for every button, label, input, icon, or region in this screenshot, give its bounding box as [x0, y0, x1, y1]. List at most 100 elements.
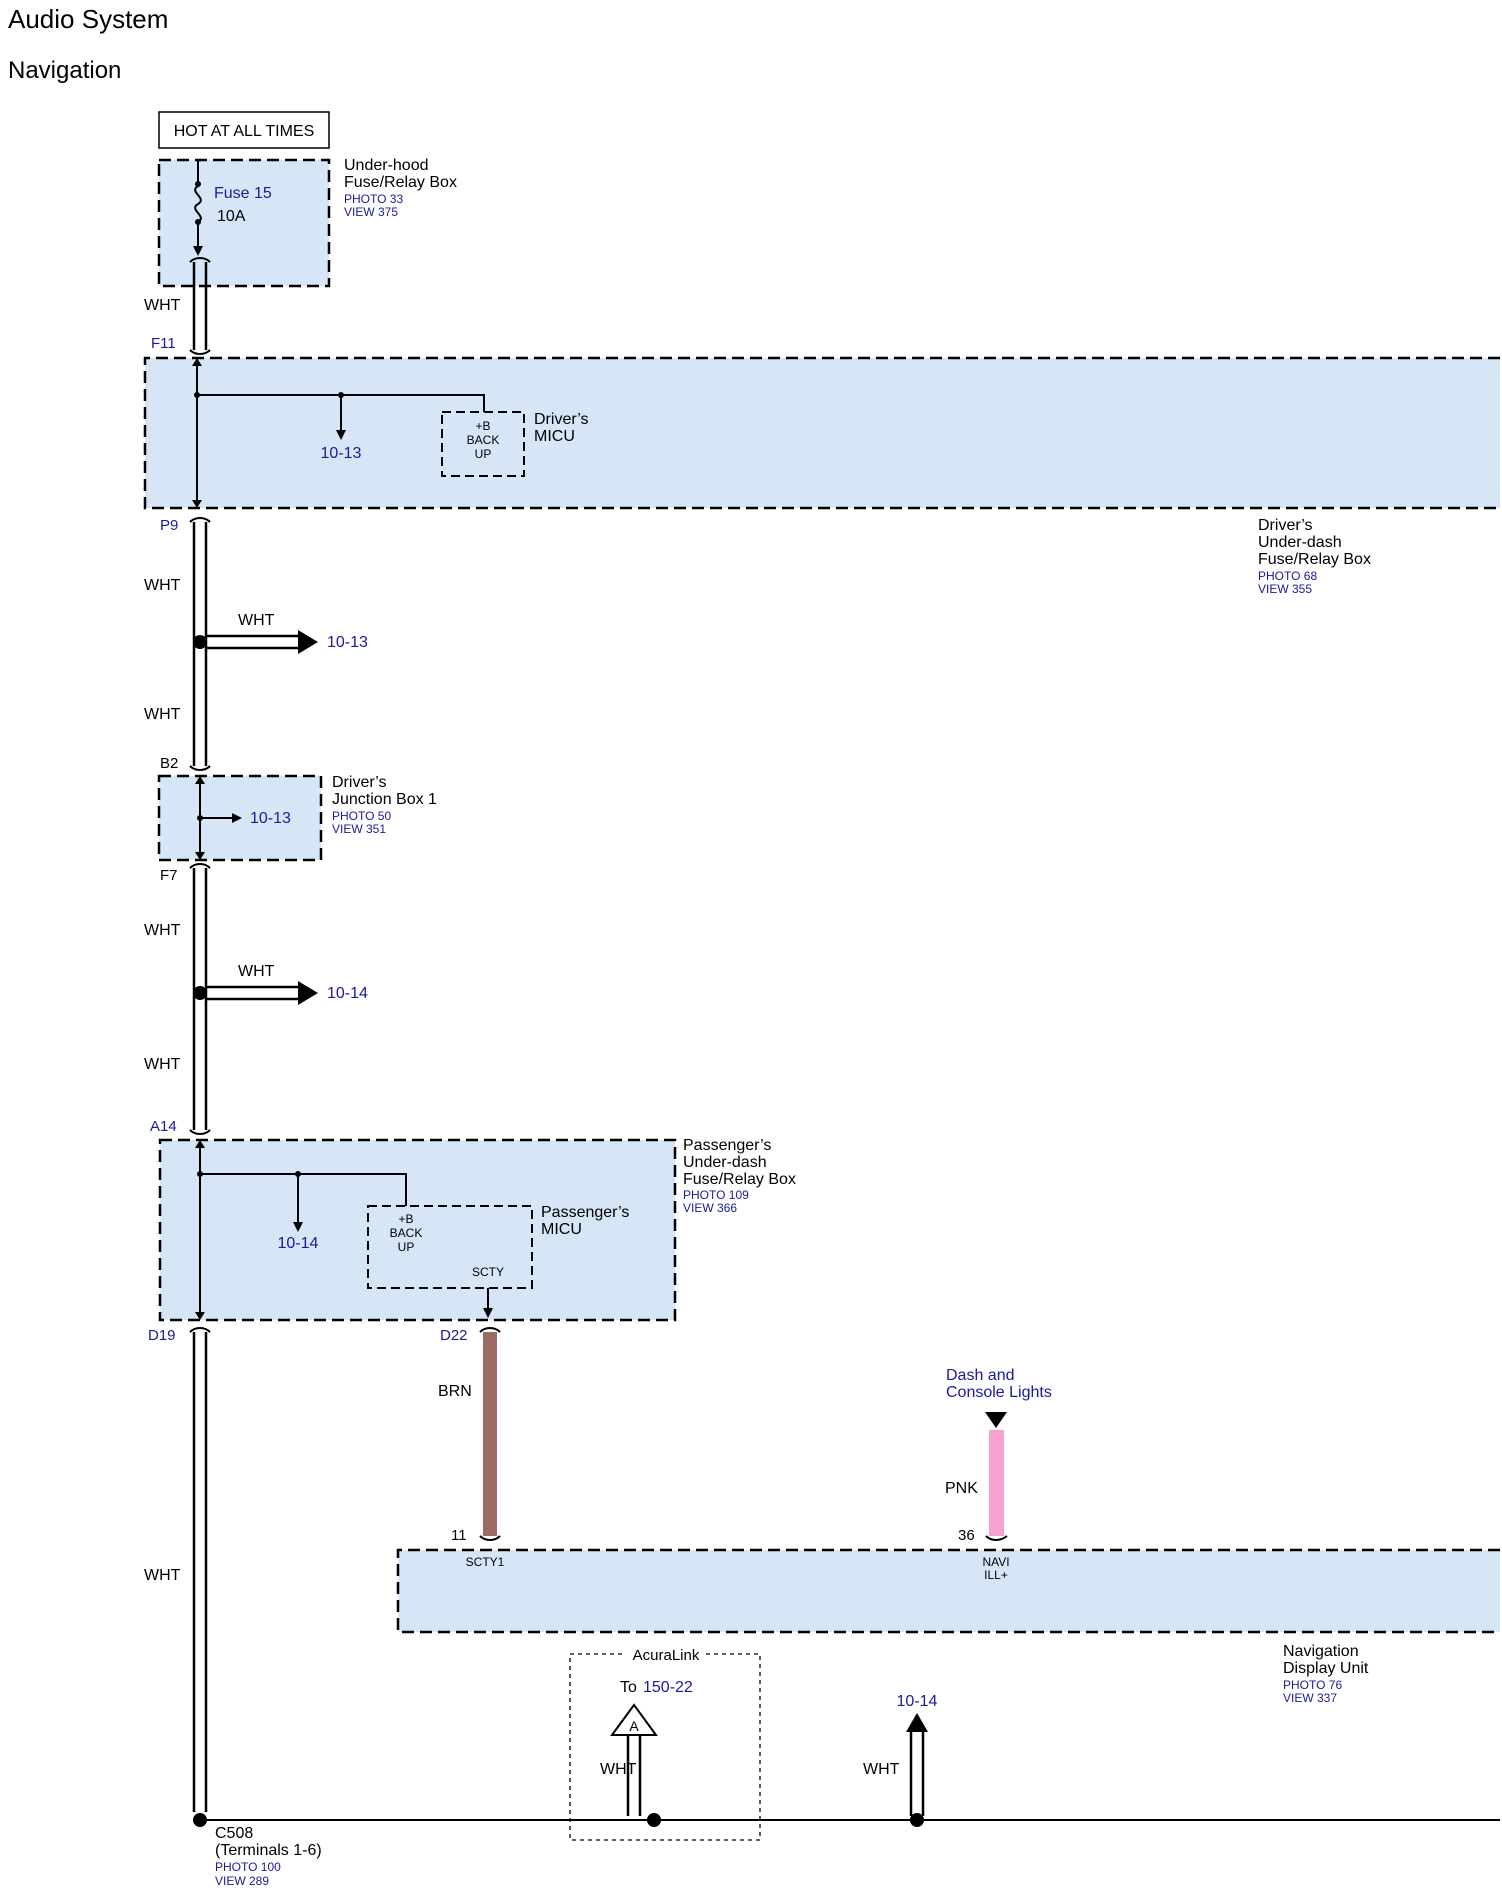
brn-label: BRN — [438, 1383, 472, 1400]
fuse-15-label: Fuse 15 — [214, 185, 272, 202]
pass-micu-back: BACK — [390, 1226, 423, 1240]
passenger-bus-arrow-bottom — [195, 1312, 205, 1320]
junction-view-ref: VIEW 351 — [332, 822, 386, 836]
nav-unit-name-line2: Display Unit — [1283, 1660, 1369, 1677]
driver-underdash-line1: Driver’s — [1258, 517, 1313, 534]
dash-lights-line2: Console Lights — [946, 1384, 1052, 1401]
wht-label-6: WHT — [144, 1567, 181, 1584]
splice-2-arrow — [298, 981, 318, 1005]
bus-arrow-top — [192, 358, 202, 366]
pass-micu-b: +B — [398, 1212, 413, 1226]
underhood-fuse-box — [157, 158, 331, 288]
junction-name-line2: Junction Box 1 — [332, 791, 437, 808]
connector-f11: F11 — [151, 335, 176, 352]
acuralink-label: AcuraLink — [633, 1647, 700, 1664]
ground-ref-arrow — [906, 1713, 928, 1732]
connector-b2: B2 — [160, 755, 178, 772]
hot-at-all-times-box — [158, 111, 330, 149]
splice-1-arrow — [298, 630, 318, 654]
junction-arrow-top — [195, 776, 205, 784]
navigation-display-unit-box — [396, 1548, 1500, 1634]
splice-1-wht: WHT — [238, 612, 275, 629]
acuralink-connector-letter: A — [629, 1718, 639, 1734]
driver-underdash-line2: Under-dash — [1258, 534, 1342, 551]
driver-micu-ref: 10-13 — [321, 445, 362, 462]
c508-splice-ground-ref — [910, 1813, 924, 1827]
pnk-label: PNK — [945, 1480, 978, 1497]
c508-photo-ref: PHOTO 100 — [215, 1860, 281, 1874]
splice-1-ref: 10-13 — [327, 634, 368, 651]
ground-ref-wht: WHT — [863, 1761, 900, 1778]
splice-2 — [193, 986, 207, 1000]
brn-wire-top-end — [479, 1326, 501, 1333]
fuse-terminal-top — [195, 181, 201, 187]
fuse-rating-label: 10A — [217, 208, 246, 225]
acuralink-to: To — [620, 1679, 637, 1696]
underhood-name-line2: Fuse/Relay Box — [344, 174, 457, 191]
nav-unit-view-ref: VIEW 337 — [1283, 1691, 1337, 1705]
connector-p9: P9 — [160, 517, 178, 534]
acuralink-option-box — [569, 1653, 761, 1841]
wht-label-1: WHT — [144, 297, 181, 314]
underhood-view-ref: VIEW 375 — [344, 205, 398, 219]
wht-label-5: WHT — [144, 1056, 181, 1073]
connector-ends — [189, 256, 211, 1333]
hot-at-all-times-label: HOT AT ALL TIMES — [174, 123, 315, 140]
nav-pin-36-label-1: NAVI — [982, 1555, 1009, 1569]
pass-micu-up: UP — [398, 1240, 415, 1254]
brn-wire — [483, 1332, 497, 1536]
driver-micu-name-line2: MICU — [534, 428, 575, 445]
nav-pin-11: 11 — [451, 1527, 467, 1544]
pass-micu-backup-box — [367, 1205, 533, 1289]
pnk-wire-bottom-end — [985, 1535, 1008, 1542]
dash-lights-line1: Dash and — [946, 1367, 1015, 1384]
acuralink-wht: WHT — [600, 1761, 637, 1778]
c508-line2: (Terminals 1-6) — [215, 1842, 322, 1859]
pass-box-name-line1: Passenger’s — [683, 1137, 771, 1154]
brn-wire-bottom-end — [479, 1535, 501, 1542]
dash-lights-arrow — [985, 1412, 1007, 1428]
connector-f7: F7 — [160, 867, 178, 884]
pass-box-photo-ref: PHOTO 109 — [683, 1188, 749, 1202]
c508-splice-acuralink — [647, 1813, 661, 1827]
pass-micu-name-line2: MICU — [541, 1221, 582, 1238]
page-subtitle: Navigation — [8, 57, 121, 84]
junction-ref: 10-13 — [250, 810, 291, 827]
pass-box-view-ref: VIEW 366 — [683, 1201, 737, 1215]
splice-2-ref: 10-14 — [327, 985, 368, 1002]
driver-underdash-fuse-box — [143, 356, 1500, 510]
junction-photo-ref: PHOTO 50 — [332, 809, 391, 823]
nav-pin-36-label-2: ILL+ — [984, 1568, 1008, 1582]
c508-splice-main — [193, 1813, 207, 1827]
connector-d22: D22 — [440, 1327, 468, 1344]
junction-name-line1: Driver’s — [332, 774, 387, 791]
passenger-bus-arrow-top — [195, 1140, 205, 1148]
nav-unit-photo-ref: PHOTO 76 — [1283, 1678, 1342, 1692]
driver-micu-back: BACK — [467, 433, 500, 447]
fuse-symbol — [194, 185, 202, 223]
pass-micu-name-line1: Passenger’s — [541, 1204, 629, 1221]
pass-micu-scty: SCTY — [472, 1265, 504, 1279]
driver-micu-name-line1: Driver’s — [534, 411, 589, 428]
connector-d19: D19 — [148, 1327, 176, 1344]
pass-box-name-line2: Under-dash — [683, 1154, 767, 1171]
c508-line1: C508 — [215, 1825, 253, 1842]
ground-ref: 10-14 — [897, 1693, 938, 1710]
page-title: Audio System — [8, 4, 168, 34]
acuralink-label-bg — [626, 1643, 704, 1663]
pass-micu-ref: 10-14 — [278, 1235, 319, 1252]
acuralink-ref: 150-22 — [643, 1679, 693, 1696]
main-wht-wire — [192, 262, 208, 1812]
passenger-underdash-fuse-box — [158, 1138, 677, 1322]
driver-underdash-photo-ref: PHOTO 68 — [1258, 569, 1317, 583]
underhood-name-line1: Under-hood — [344, 157, 429, 174]
junction-arrow-bottom — [195, 852, 205, 860]
bus-arrow-bottom — [192, 500, 202, 508]
pass-micu-feed-wire — [200, 1173, 407, 1206]
nav-pin-11-label: SCTY1 — [466, 1555, 505, 1569]
splice-1 — [193, 635, 207, 649]
c508-view-ref: VIEW 289 — [215, 1874, 269, 1888]
ground-ref-wht-wire — [909, 1732, 925, 1816]
acuralink-wht-wire — [626, 1735, 642, 1816]
